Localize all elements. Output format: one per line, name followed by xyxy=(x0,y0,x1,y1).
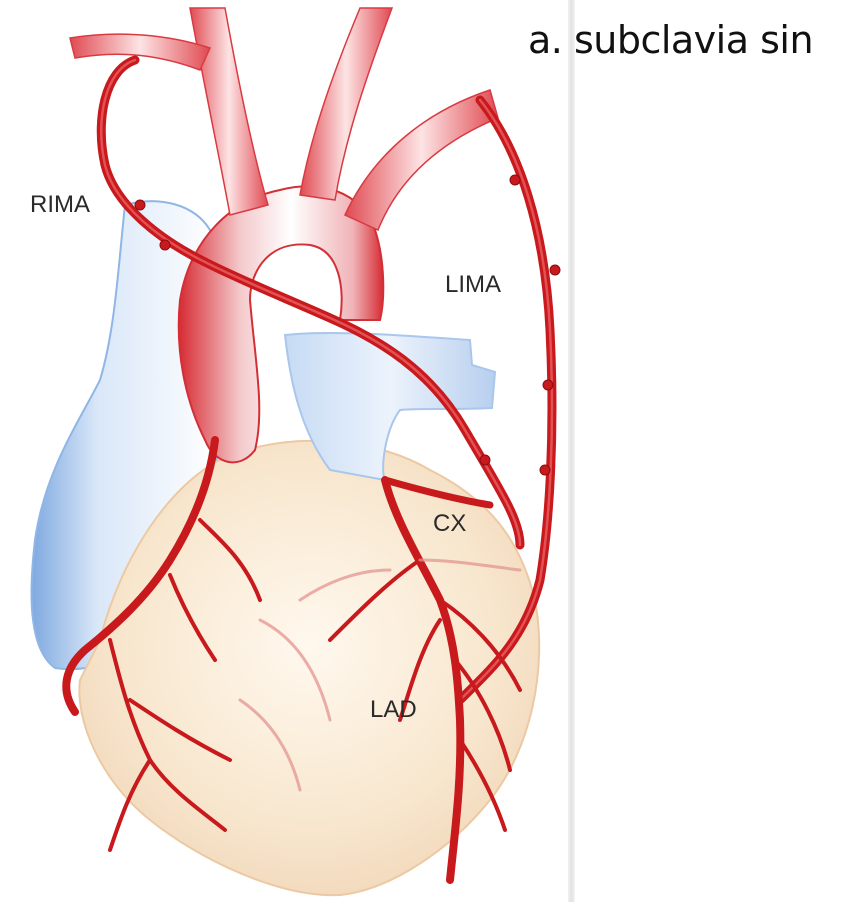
heart-bypass-diagram: RIMA LIMA CX LAD xyxy=(0,0,575,902)
right-subclavian xyxy=(70,34,210,70)
lima-label: LIMA xyxy=(445,271,501,298)
lad-label: LAD xyxy=(370,696,417,723)
caption-subclavia: a. subclavia sin xyxy=(528,18,813,62)
cx-label: CX xyxy=(433,510,466,537)
panel-divider xyxy=(568,0,575,902)
rima-label: RIMA xyxy=(30,191,90,218)
left-subclavian xyxy=(345,90,498,230)
brachiocephalic-trunk xyxy=(190,8,268,215)
